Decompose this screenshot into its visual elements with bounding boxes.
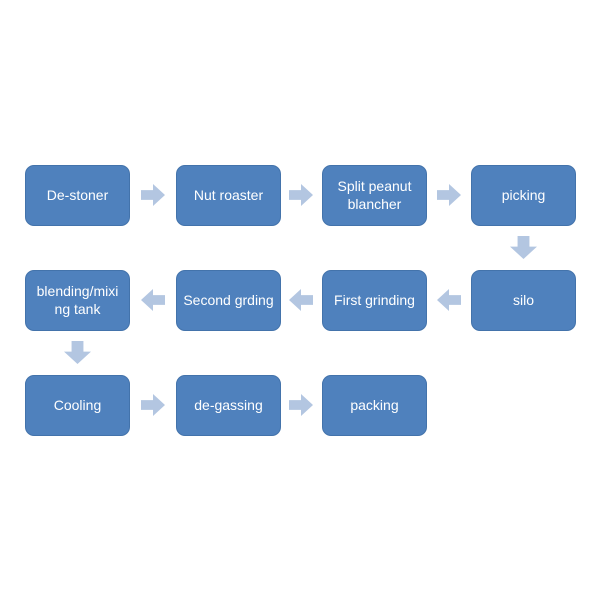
node-de-stoner: De-stoner (25, 165, 130, 226)
arrow-down-icon-blending-to-cooling (64, 341, 91, 364)
node-label-cooling: Cooling (53, 396, 102, 413)
arrow-down-icon-picking-to-silo (510, 236, 537, 259)
node-label-de-gassing: de-gassing (194, 396, 263, 413)
node-label-de-stoner: De-stoner (46, 186, 109, 203)
arrow-right-icon-cooling-to-degassing (141, 394, 165, 416)
node-de-gassing: de-gassing (176, 375, 281, 436)
node-cooling: Cooling (25, 375, 130, 436)
node-picking: picking (471, 165, 576, 226)
node-first-grinding: First grinding (322, 270, 427, 331)
arrow-left-icon-secondgrding-to-blending (141, 289, 165, 311)
node-packing: packing (322, 375, 427, 436)
arrow-left-icon-firstgrinding-to-secondgrding (289, 289, 313, 311)
node-label-packing: packing (350, 396, 399, 413)
node-split-peanut-blancher: Split peanut blancher (322, 165, 427, 226)
arrow-right-icon-blancher-to-picking (437, 184, 461, 206)
arrow-left-icon-silo-to-firstgrinding (437, 289, 461, 311)
node-second-grding: Second grding (176, 270, 281, 331)
node-label-first-grinding: First grinding (334, 291, 415, 308)
node-silo: silo (471, 270, 576, 331)
node-blending-mixing-tank: blending/mixi ng tank (25, 270, 130, 331)
arrow-right-icon-destoner-to-nutroaster (141, 184, 165, 206)
node-label-silo: silo (512, 291, 534, 308)
node-nut-roaster: Nut roaster (176, 165, 281, 226)
node-label-nut-roaster: Nut roaster (193, 186, 264, 203)
node-label-blending-mixing-tank: blending/mixi ng tank (36, 283, 119, 317)
node-label-split-peanut-blancher: Split peanut blancher (337, 178, 412, 212)
node-label-second-grding: Second grding (183, 291, 274, 308)
node-label-picking: picking (501, 186, 546, 203)
arrow-right-icon-nutroaster-to-blancher (289, 184, 313, 206)
arrow-right-icon-degassing-to-packing (289, 394, 313, 416)
